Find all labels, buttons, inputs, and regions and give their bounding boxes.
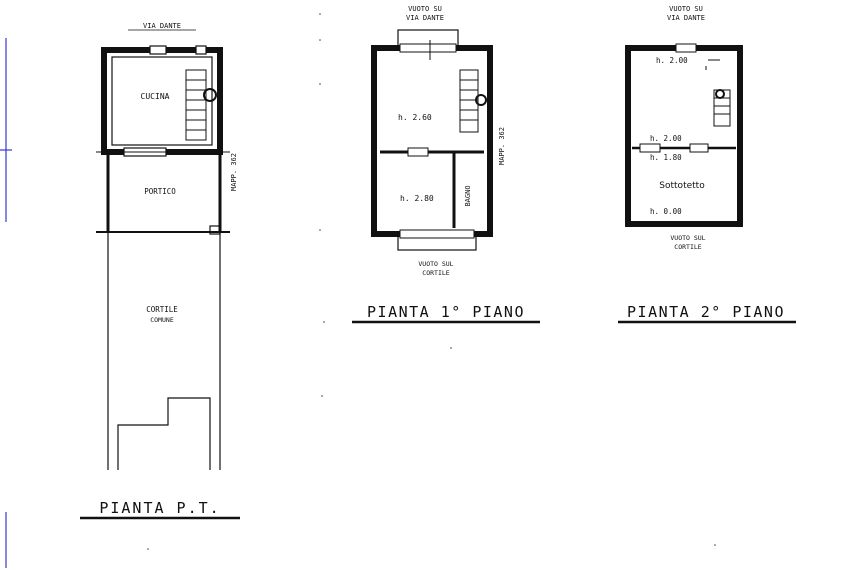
ff-title: PIANTA 1° PIANO [367, 303, 525, 321]
ground-stair [185, 69, 217, 141]
sf-top-line1: VUOTO SU [669, 5, 703, 13]
sf-bottom-line2: CORTILE [674, 243, 701, 251]
sf-height-mid2: h. 1.80 [650, 153, 682, 162]
gf-courtyard-sub: COMUNE [150, 316, 174, 324]
sf-height-bottom: h. 0.00 [650, 207, 682, 216]
gf-courtyard-label: CORTILE [146, 305, 178, 314]
ff-bottom-line1: VUOTO SUL [418, 260, 453, 268]
margin-marks [0, 38, 12, 568]
ground-floor-plan [80, 45, 240, 520]
sf-top-line2: VIA DANTE [667, 14, 705, 22]
gf-title: PIANTA P.T. [99, 499, 220, 517]
gf-porch-label: PORTICO [144, 187, 176, 196]
ff-top-line2: VIA DANTE [406, 14, 444, 22]
sf-attic-label: Sottotetto [659, 181, 705, 191]
gf-kitchen-label: CUCINA [141, 92, 170, 101]
gf-street-label: VIA DANTE [143, 22, 181, 30]
sf-title: PIANTA 2° PIANO [627, 303, 785, 321]
ff-height-main: h. 2.60 [398, 113, 432, 122]
first-floor-stair [459, 69, 487, 133]
sf-bottom-line1: VUOTO SUL [670, 234, 705, 242]
second-floor-stair [713, 89, 731, 127]
gf-mapp-label: MAPP. 362 [230, 153, 238, 191]
ff-bath-label: BAGNO [464, 185, 472, 206]
scan-specks [147, 13, 716, 550]
sf-height-top: h. 2.00 [656, 56, 688, 65]
ff-top-line1: VUOTO SU [408, 5, 442, 13]
first-floor-plan [352, 29, 540, 324]
ff-bottom-line2: CORTILE [422, 269, 449, 277]
second-floor-plan [618, 43, 796, 324]
ff-mapp-label: MAPP. 362 [498, 127, 506, 165]
ff-height-lower: h. 2.80 [400, 194, 434, 203]
sf-height-mid1: h. 2.00 [650, 134, 682, 143]
